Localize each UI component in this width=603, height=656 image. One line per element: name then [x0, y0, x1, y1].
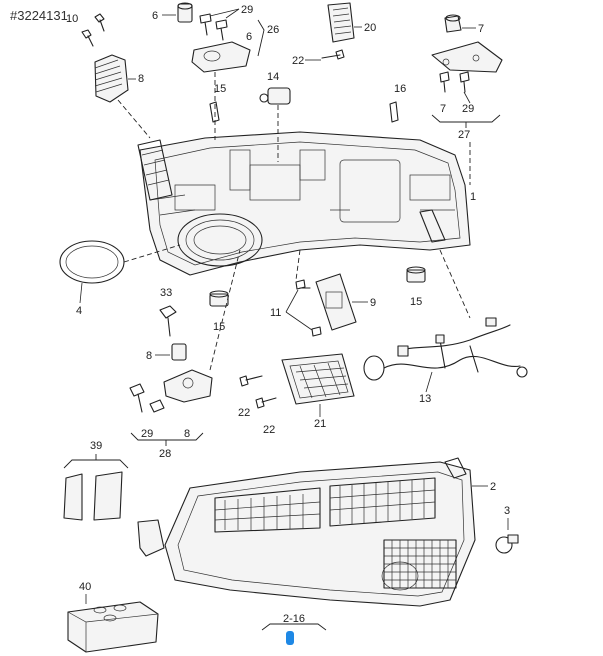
callout-7-top: 7 — [478, 23, 484, 35]
part-20-module: 20 — [327, 2, 376, 43]
part-11-control-module: 9 11 — [270, 249, 376, 337]
part-40-box: 40 — [67, 581, 159, 653]
part-13-actuator: 14 — [259, 71, 291, 162]
callout-29-left: 29 — [141, 428, 153, 440]
callout-12: 11 — [270, 307, 281, 319]
callout-40: 40 — [79, 581, 91, 593]
part-22-screws-lower: 22 22 — [238, 375, 277, 436]
callout-22-top: 22 — [292, 55, 304, 67]
part-21-vent: 21 — [281, 353, 355, 430]
part-9-fan: 8 — [94, 54, 151, 139]
callout-8-bottom: 8 — [184, 428, 190, 440]
part-27-bracket: 7 7 29 27 — [431, 14, 503, 185]
callout-2: 2 — [490, 481, 496, 493]
callout-22-low: 22 — [263, 424, 275, 436]
part-10-screws: 10 — [66, 13, 105, 47]
callout-1: 1 — [470, 191, 476, 203]
part-3-bulb: 3 — [495, 505, 519, 554]
callout-13: 14 — [267, 71, 279, 83]
callout-21: 21 — [314, 418, 326, 430]
callout-6-top: 6 — [152, 10, 158, 22]
part-6-cap: 6 — [152, 2, 193, 23]
callout-16-left: 15 — [214, 83, 226, 95]
part-16-plugs: 15 16 — [209, 83, 406, 123]
callout-11: 9 — [370, 297, 376, 309]
callout-27: 27 — [458, 129, 470, 141]
part-33-screw: 33 8 — [146, 287, 187, 362]
part-15-caps: 15 15 — [209, 266, 426, 333]
callout-29-top: 29 — [241, 4, 253, 16]
headlight-housing-rear — [137, 131, 471, 276]
callout-28: 28 — [159, 448, 171, 460]
callout-29-right: 29 — [462, 103, 474, 115]
callout-16-right: 16 — [394, 83, 406, 95]
callout-15-right: 15 — [410, 296, 422, 308]
callout-4: 4 — [76, 305, 82, 317]
callout-22-mid: 22 — [238, 407, 250, 419]
part-4-ring: 4 — [59, 240, 181, 317]
callout-33: 33 — [160, 287, 172, 299]
callout-14: 13 — [419, 393, 431, 405]
document-id: #3224131 — [10, 8, 68, 23]
part-28-bracket: 29 8 28 — [129, 249, 241, 460]
callout-39: 39 — [90, 440, 102, 452]
callout-2-16: 2-16 — [283, 613, 305, 625]
highlight-marker[interactable] — [286, 631, 294, 645]
callout-10: 10 — [66, 13, 78, 25]
assembly-range-2-16: 2-16 — [261, 613, 327, 645]
part-2-headlight-front: 2 — [137, 457, 496, 607]
callout-8-left: 8 — [146, 350, 152, 362]
callout-6-mid: 6 — [246, 31, 252, 43]
callout-7-bottom: 7 — [440, 103, 446, 115]
callout-15-left: 15 — [213, 321, 225, 333]
part-39-covers: 39 — [63, 440, 129, 521]
part-26-bracket: 29 6 26 — [191, 4, 279, 140]
part-22-screw-top: 22 — [292, 49, 345, 67]
callout-9: 8 — [138, 73, 144, 85]
callout-3: 3 — [504, 505, 510, 517]
callout-20: 20 — [364, 22, 376, 34]
part-14-harness: 13 — [363, 249, 528, 405]
callout-26: 26 — [267, 24, 279, 36]
